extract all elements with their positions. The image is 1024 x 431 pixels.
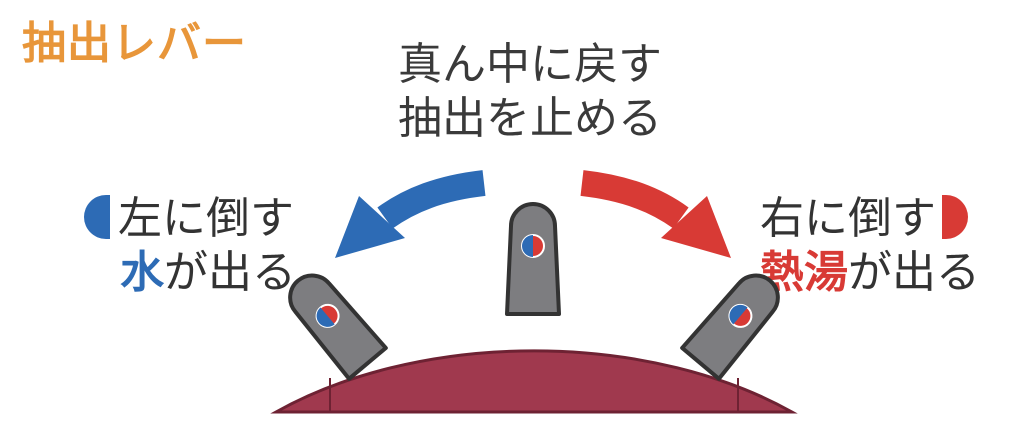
center-instruction-line1: 真ん中に戻す (398, 39, 662, 90)
center-instruction-line2: 抽出を止める (398, 93, 662, 144)
right-arrow-icon (580, 170, 731, 258)
water-label: 水 (120, 247, 164, 298)
lever-left (288, 273, 388, 381)
diagram-title: 抽出レバー (22, 18, 247, 69)
left-instruction-line1: 左に倒す (118, 193, 294, 244)
right-instruction: 右に倒す 熱湯が出る (760, 192, 980, 300)
lever-center (505, 202, 561, 316)
left-arrow-icon (335, 170, 486, 258)
lever-right (680, 273, 780, 381)
center-instruction: 真ん中に戻す 抽出を止める (398, 38, 662, 146)
right-instruction-line2-rest: が出る (848, 247, 980, 298)
left-instruction: 左に倒す 水が出る (84, 192, 296, 300)
left-instruction-line2-rest: が出る (164, 247, 296, 298)
machine-dome (270, 349, 798, 414)
right-instruction-line1: 右に倒す (760, 193, 936, 244)
